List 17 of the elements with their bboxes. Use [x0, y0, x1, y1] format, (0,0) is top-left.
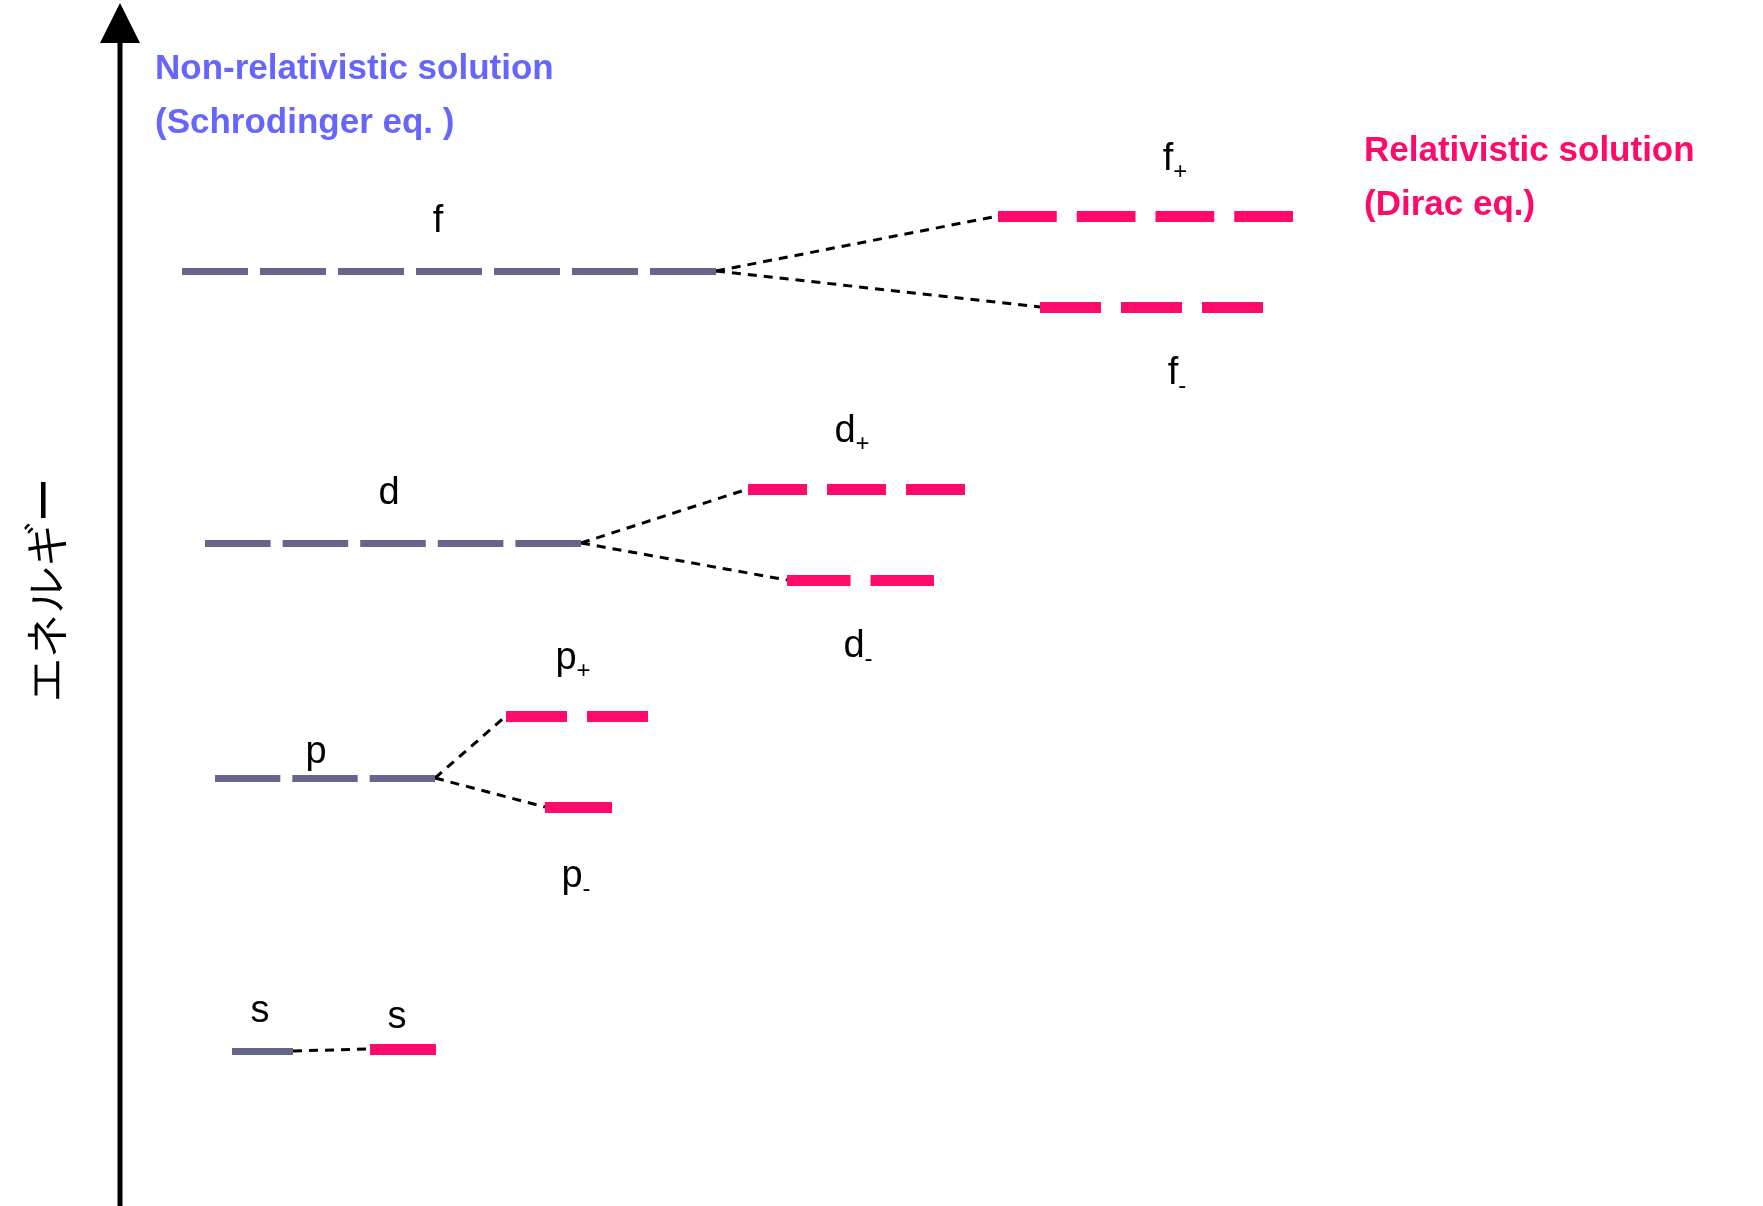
level-label: p: [305, 728, 327, 772]
level-label: f$_{+}$: [1162, 135, 1188, 186]
level-label: p$_{-}$: [561, 852, 591, 903]
level-label: f$_{-}$: [1167, 349, 1187, 400]
level-label: d$_{+}$: [834, 407, 870, 458]
level-label: d$_{-}$: [843, 622, 873, 673]
level-label: s: [387, 993, 407, 1037]
connector-line: [715, 269, 1041, 309]
connector-line: [434, 776, 546, 809]
level-label: p$_{+}$: [555, 634, 591, 685]
solution-heading: Relativistic solution (Dirac eq.): [1364, 128, 1696, 224]
level-label: f: [432, 197, 444, 241]
level-label: s: [250, 987, 270, 1031]
axis-label: エネルギー: [20, 478, 70, 702]
connector-line: [580, 541, 788, 582]
level-label: d: [378, 469, 400, 513]
solution-heading: Non-relativistic solution (Schrodinger eq. ): [155, 46, 555, 142]
